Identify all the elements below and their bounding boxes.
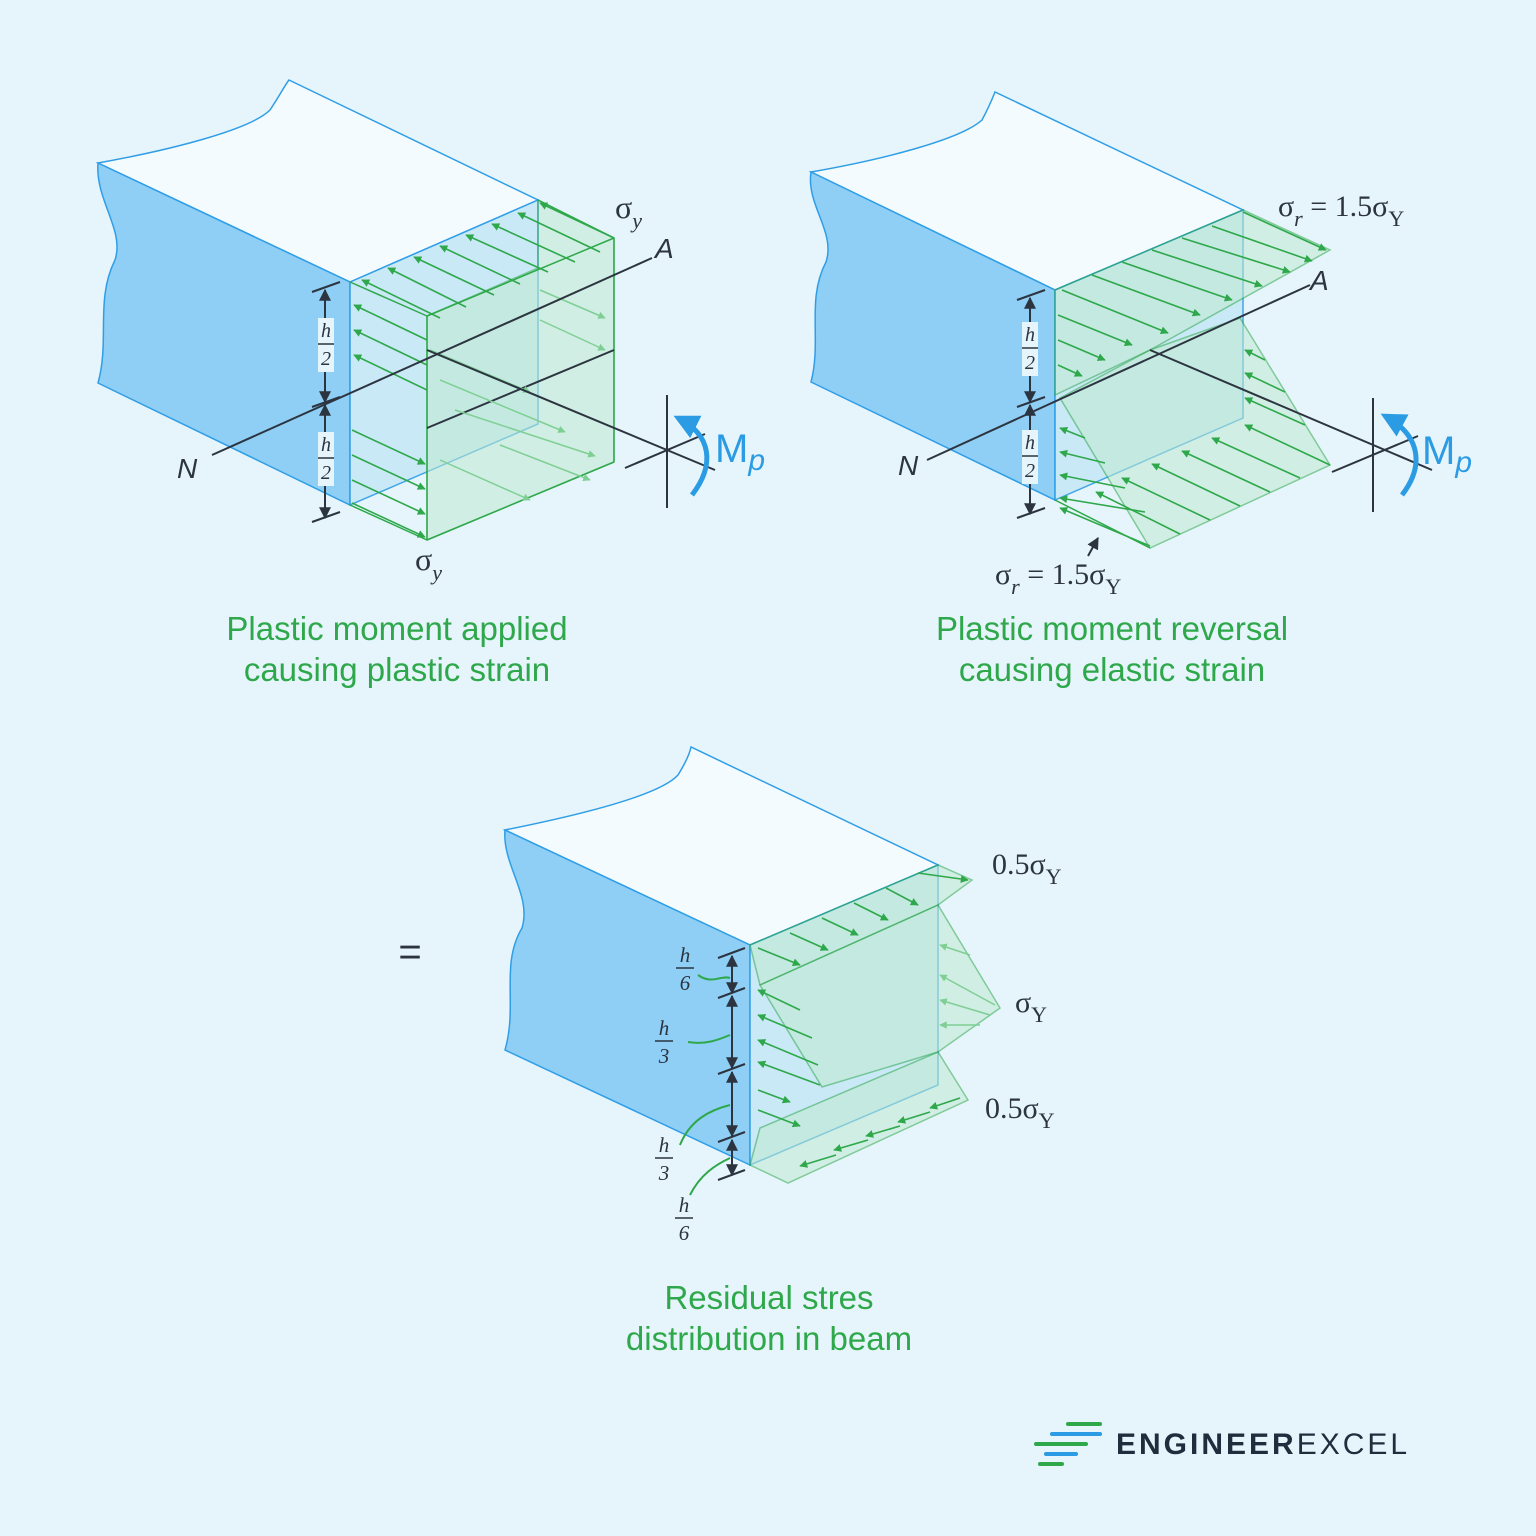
upper-stress-triangle — [1054, 209, 1332, 397]
caption-line-1: Residual stres — [664, 1279, 873, 1316]
dim-lower-denominator: 2 — [321, 462, 331, 484]
dim-2-numerator: h — [659, 1016, 670, 1040]
dim-upper-numerator: h — [321, 320, 331, 342]
beam-side-face — [97, 161, 351, 507]
residual-arrows — [757, 872, 969, 1168]
stress-top-label: σy — [615, 189, 642, 233]
residual-arrows-back — [939, 943, 996, 1029]
axis-end-label: A — [1308, 265, 1329, 296]
residual-dim-leaders — [679, 974, 731, 1196]
stress-top-label: 0.5σY — [992, 848, 1062, 889]
stress-bottom-label: 0.5σY — [985, 1092, 1055, 1133]
panel-residual-stress: = — [398, 745, 1062, 1357]
dim-lower-denominator: 2 — [1025, 460, 1035, 482]
caption-line-2: causing elastic strain — [959, 651, 1265, 688]
dim-3-denominator: 3 — [658, 1161, 670, 1185]
beam-side-face — [809, 170, 1056, 502]
brand-mark-icon — [1034, 1422, 1102, 1466]
neutral-axis-line — [926, 284, 1311, 461]
moment-label: Mp — [715, 427, 765, 477]
beam-side-face — [504, 828, 751, 1167]
dim-1-denominator: 6 — [680, 971, 691, 995]
axis-start-label: N — [898, 450, 919, 481]
moment-label: Mp — [1422, 429, 1472, 479]
dim-lower-numerator: h — [321, 434, 331, 456]
dim-4-denominator: 6 — [679, 1221, 690, 1245]
axis-end-label: A — [653, 233, 674, 264]
residual-stress-bottom-block — [749, 1051, 970, 1184]
dim-upper-denominator: 2 — [321, 348, 331, 370]
moment-arrow — [1380, 413, 1419, 497]
stress-arrows-upper — [1057, 211, 1327, 377]
brand-name: ENGINEEREXCEL — [1116, 1428, 1410, 1461]
axis-start-label: N — [177, 453, 198, 484]
stress-bottom-label: σr = 1.5σY — [995, 558, 1121, 599]
stress-arrows-lower — [1059, 349, 1331, 547]
panel-plastic-moment-reversal: h 2 h 2 σr = 1.5σY σr = 1.5σY A N Mp Pla… — [808, 90, 1472, 688]
stress-arrows-lower — [351, 429, 426, 538]
caption-line-1: Plastic moment applied — [226, 610, 567, 647]
residual-stress-top-block — [749, 864, 974, 987]
beam-top-face — [95, 79, 540, 283]
panel-plastic-moment-applied: h 2 h 2 σy σy A N Mp Plastic moment appl… — [95, 79, 765, 688]
beam-top-face — [808, 90, 1245, 291]
dim-4-numerator: h — [679, 1193, 690, 1217]
dim-lower-numerator: h — [1025, 432, 1035, 454]
caption-line-2: causing plastic strain — [244, 651, 550, 688]
dim-upper-denominator: 2 — [1025, 352, 1035, 374]
dim-upper-numerator: h — [1025, 324, 1035, 346]
stress-middle-label: σY — [1015, 986, 1047, 1027]
caption-line-1: Plastic moment reversal — [936, 610, 1288, 647]
dim-3-numerator: h — [659, 1133, 670, 1157]
dim-2-denominator: 3 — [658, 1044, 670, 1068]
dim-1-numerator: h — [680, 943, 691, 967]
moment-arrow — [673, 415, 710, 497]
equals-sign: = — [398, 930, 421, 974]
residual-dimension — [717, 947, 746, 1181]
neutral-axis-line — [211, 257, 653, 456]
caption-line-2: distribution in beam — [626, 1320, 912, 1357]
stress-arrows-upper — [353, 202, 615, 391]
stress-top-label: σr = 1.5σY — [1278, 190, 1404, 231]
stress-bottom-label: σy — [415, 541, 442, 585]
beam-top-face — [502, 745, 940, 946]
brand-logo: ENGINEEREXCEL — [1034, 1422, 1410, 1466]
